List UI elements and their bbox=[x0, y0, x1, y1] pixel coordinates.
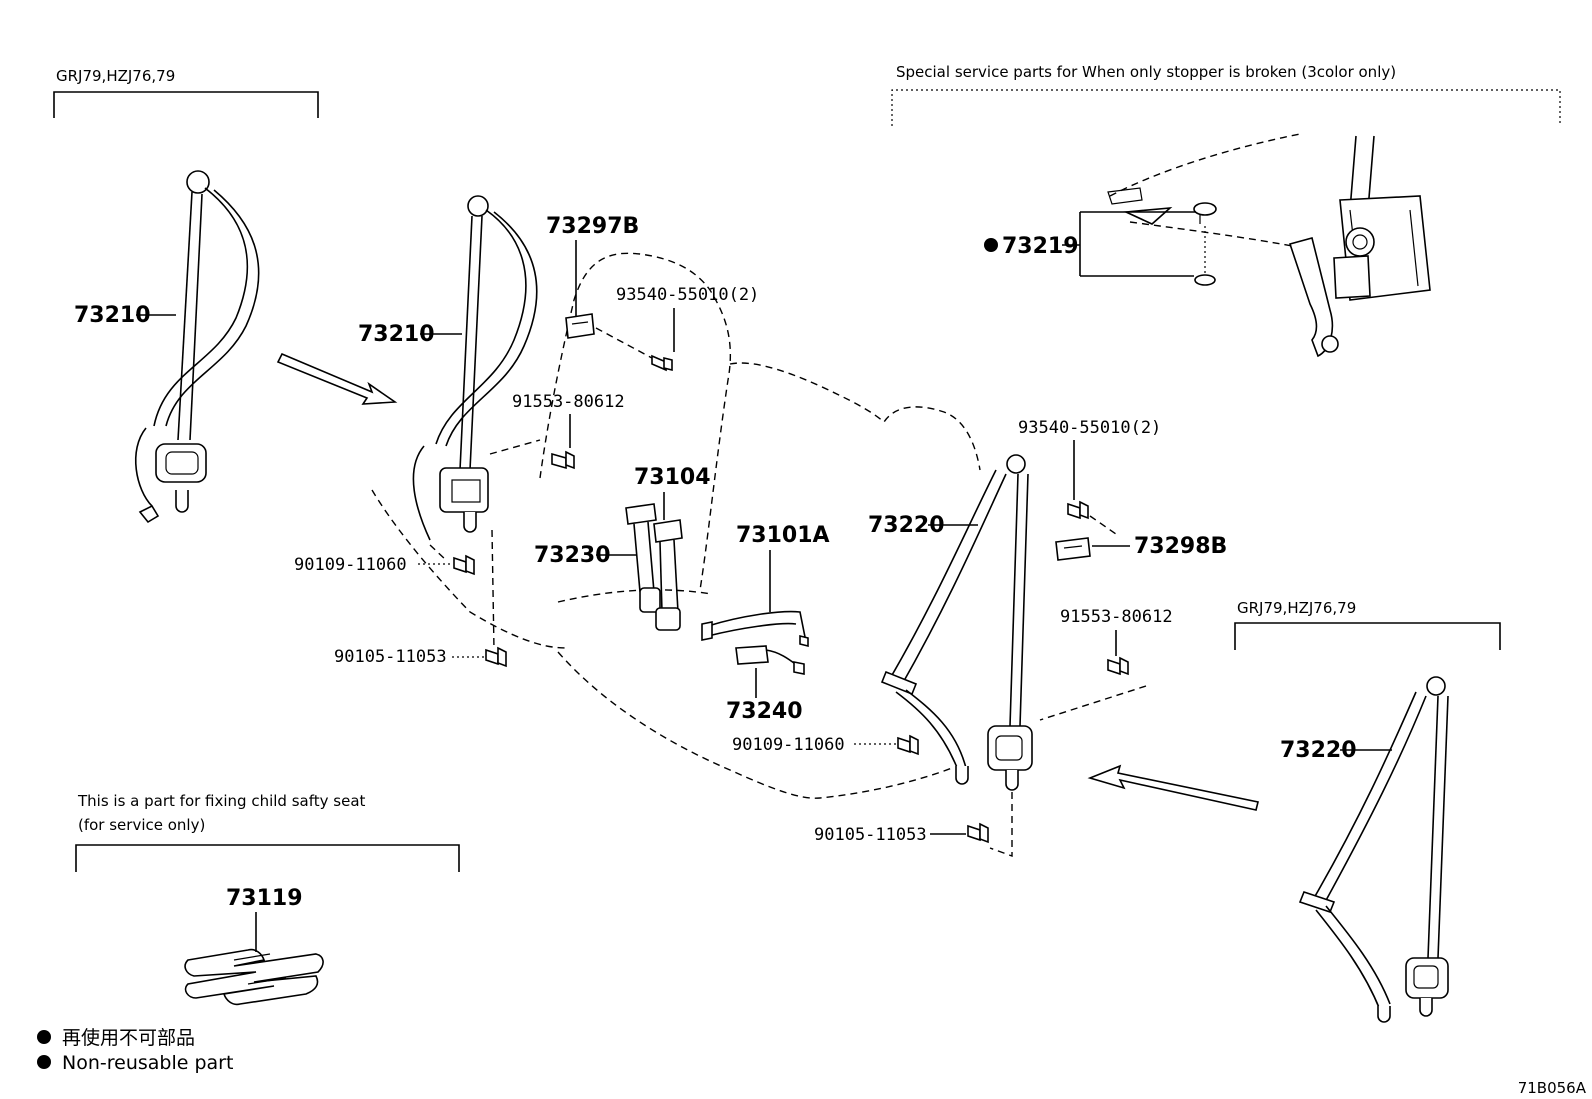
label-90105-left: 90105-11053 bbox=[334, 647, 447, 667]
label-73119: 73119 bbox=[226, 886, 303, 911]
label-73298b: 73298B bbox=[1134, 534, 1227, 559]
buckle-73230 bbox=[625, 503, 661, 613]
arrow-right-icon bbox=[1087, 764, 1259, 811]
bolt-91553-upper bbox=[551, 450, 575, 470]
legend: 再使用不可部品 Non-reusable part bbox=[37, 1027, 233, 1074]
child-note-line2: (for service only) bbox=[78, 816, 205, 834]
label-93540-lower: 93540-55010(2) bbox=[1018, 418, 1161, 438]
label-90109-right: 90109-11060 bbox=[732, 735, 845, 755]
header-left-text: GRJ79,HZJ76,79 bbox=[56, 67, 175, 85]
label-90105-right: 90105-11053 bbox=[814, 825, 927, 845]
child-note-group: This is a part for fixing child safty se… bbox=[75, 792, 460, 872]
clip-73298b bbox=[1055, 537, 1091, 561]
child-note-line1: This is a part for fixing child safty se… bbox=[77, 792, 366, 810]
seatbelt-73220-right bbox=[1298, 676, 1449, 1023]
buckle-73104 bbox=[653, 519, 683, 631]
bolt-93540-upper bbox=[651, 354, 673, 372]
bolt-93540-lower bbox=[1067, 500, 1089, 520]
label-93540-upper: 93540-55010(2) bbox=[616, 285, 759, 305]
legend-bullet-en bbox=[37, 1055, 51, 1069]
seatbelt-73210-left bbox=[134, 170, 260, 524]
label-73219: 73219 bbox=[1002, 234, 1079, 259]
bolt-91553-lower bbox=[1107, 656, 1129, 676]
header-right-text: GRJ79,HZJ76,79 bbox=[1237, 599, 1356, 617]
retractor-special bbox=[1107, 133, 1431, 358]
label-73104: 73104 bbox=[634, 465, 711, 490]
label-91553-upper: 91553-80612 bbox=[512, 392, 625, 412]
bolt-90105-left bbox=[485, 646, 507, 668]
special-note-group: Special service parts for When only stop… bbox=[891, 63, 1561, 126]
bolt-90109-right bbox=[897, 734, 919, 756]
header-right-group: GRJ79,HZJ76,79 bbox=[1234, 599, 1501, 650]
label-73240: 73240 bbox=[726, 699, 803, 724]
special-note-text: Special service parts for When only stop… bbox=[896, 63, 1396, 81]
plate-73119 bbox=[184, 948, 324, 1006]
label-90109-left: 90109-11060 bbox=[294, 555, 407, 575]
legend-en: Non-reusable part bbox=[62, 1052, 233, 1074]
diagram-code: 71B056A bbox=[1518, 1079, 1587, 1097]
buckle-73240 bbox=[735, 645, 805, 675]
legend-bullet-jp bbox=[37, 1030, 51, 1044]
header-left-group: GRJ79,HZJ76,79 bbox=[53, 67, 319, 118]
label-91553-lower: 91553-80612 bbox=[1060, 607, 1173, 627]
seatbelt-73220-center bbox=[880, 454, 1033, 791]
belt-73101a bbox=[701, 610, 809, 648]
label-73297b: 73297B bbox=[546, 214, 639, 239]
arrow-left-icon bbox=[276, 352, 398, 405]
label-73101a: 73101A bbox=[736, 523, 830, 548]
seatbelt-73210-center bbox=[412, 195, 538, 541]
non-reusable-bullet-73219 bbox=[984, 238, 998, 252]
bolt-90109-left bbox=[453, 554, 475, 576]
bolt-90105-right bbox=[967, 822, 989, 844]
legend-jp: 再使用不可部品 bbox=[62, 1027, 195, 1049]
clip-73297b bbox=[565, 313, 595, 339]
